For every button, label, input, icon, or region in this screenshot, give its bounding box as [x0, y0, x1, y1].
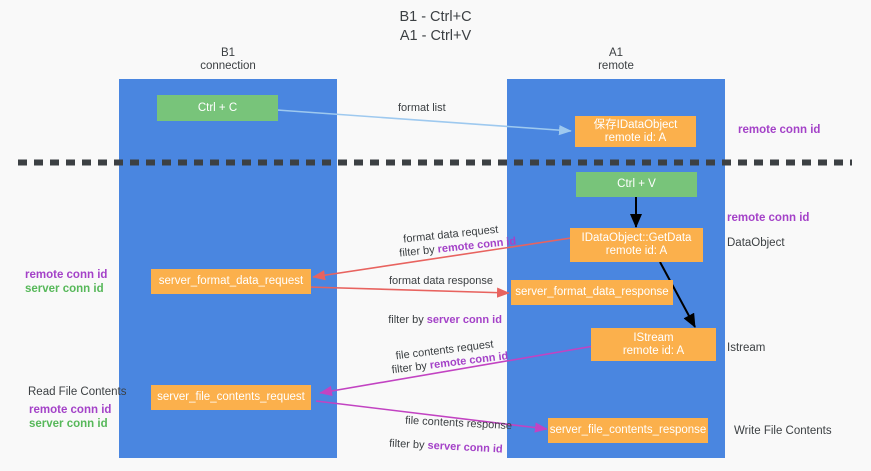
label-remote-conn-id-top: remote conn id: [738, 124, 821, 136]
filter-prefix-3: filter by: [390, 359, 431, 377]
filter-key-remote-conn-id-2: remote conn id: [429, 350, 509, 372]
arrow-label-format-data-response: format data response: [389, 275, 493, 287]
label-write-file-contents: Write File Contents: [734, 425, 832, 437]
box-server-format-data-request[interactable]: server_format_data_request: [151, 269, 311, 294]
filter-prefix-4: filter by: [388, 437, 428, 452]
label-istream: Istream: [727, 342, 766, 354]
box-ctrl-c[interactable]: Ctrl + C: [157, 95, 278, 121]
box-idataobject-getdata[interactable]: IDataObject::GetData remote id: A: [570, 228, 703, 262]
box-ctrl-v[interactable]: Ctrl + V: [576, 172, 697, 197]
filter-key-remote-conn-id: remote conn id: [437, 235, 517, 256]
box-server-format-data-response[interactable]: server_format_data_response: [511, 280, 673, 305]
filter-key-server-conn-id-2: server conn id: [427, 439, 503, 456]
column-header-a1: A1 remote: [598, 47, 634, 72]
filter-prefix: filter by: [398, 243, 439, 260]
filter-prefix-2: filter by: [388, 314, 427, 326]
column-header-b1: B1 connection: [200, 47, 256, 72]
label-dataobject: DataObject: [727, 237, 785, 249]
label-read-file-contents: Read File Contents: [28, 386, 127, 398]
box-istream[interactable]: IStream remote id: A: [591, 328, 716, 361]
box-server-file-contents-request[interactable]: server_file_contents_request: [151, 385, 311, 410]
label-left-remote-conn-id-2: remote conn id: [29, 404, 112, 416]
box-server-file-contents-response[interactable]: server_file_contents_response: [548, 418, 708, 443]
label-left-remote-conn-id: remote conn id: [25, 269, 108, 281]
arrow-label-format-data-response-filter: filter by server conn id: [376, 299, 502, 341]
page-title: B1 - Ctrl+C A1 - Ctrl+V: [399, 9, 472, 44]
filter-key-server-conn-id: server conn id: [426, 314, 502, 326]
box-save-idataobject[interactable]: 保存IDataObject remote id: A: [575, 116, 696, 147]
label-left-server-conn-id-2: server conn id: [29, 418, 108, 430]
arrow-label-file-contents-response-filter: filter by server conn id: [376, 422, 504, 471]
label-left-server-conn-id: server conn id: [25, 283, 104, 295]
label-remote-conn-id-mid: remote conn id: [727, 212, 810, 224]
arrow-label-format-list: format list: [398, 102, 446, 114]
